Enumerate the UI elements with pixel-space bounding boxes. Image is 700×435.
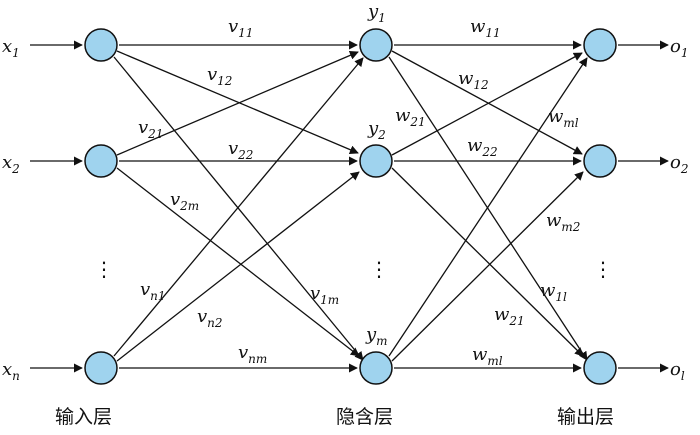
weight-label-w21-top: w21 (395, 105, 426, 129)
input-hidden-edges (113, 40, 364, 373)
caption-input-layer: 输入层 (55, 406, 112, 428)
output-node-1 (583, 28, 617, 62)
edge-wm2 (391, 171, 584, 362)
edge-w2l (391, 167, 584, 357)
weight-label-v2m: v2m (170, 189, 199, 213)
hidden-label-y2: y2 (367, 118, 386, 142)
weight-label-wml-top: wml (548, 106, 579, 130)
output-label-o2: o2 (670, 152, 688, 176)
edge-v12 (116, 50, 359, 154)
edge-w1l (388, 56, 588, 361)
hidden-label-ym: ym (365, 324, 388, 348)
weight-label-v1m: v1m (310, 283, 339, 307)
output-node-l (583, 351, 617, 385)
hidden-node-1 (359, 28, 393, 62)
weight-label-wml-bottom: wml (472, 344, 503, 368)
edge-v2m (116, 167, 360, 357)
output-node-2 (583, 144, 617, 178)
hidden-ellipsis: ⋮ (369, 257, 389, 281)
input-layer-nodes (84, 28, 118, 385)
weight-label-w22: w22 (467, 135, 498, 159)
output-arrows (618, 40, 669, 373)
edge-w12 (391, 50, 583, 155)
input-label-x2: x2 (2, 152, 20, 176)
weight-label-v12: v12 (207, 64, 232, 88)
hidden-output-edges (388, 40, 588, 373)
input-label-x1: x1 (2, 36, 20, 60)
edge-vn1 (113, 57, 364, 357)
hidden-label-y1: y1 (367, 1, 386, 25)
hidden-node-m (359, 351, 393, 385)
edge-wm1 (388, 57, 588, 357)
output-label-o1: o1 (670, 36, 688, 60)
input-node-n (84, 351, 118, 385)
weight-label-v21: v21 (138, 117, 163, 141)
input-ellipsis: ⋮ (94, 257, 114, 281)
weight-label-w12: w12 (458, 68, 489, 92)
edge-vn2 (116, 171, 360, 362)
caption-hidden-layer: 隐含层 (336, 406, 393, 428)
output-label-ol: ol (670, 359, 685, 383)
edge-v21 (116, 51, 359, 156)
caption-output-layer: 输出层 (557, 406, 614, 428)
input-arrows (30, 40, 83, 373)
weight-label-vnm: vnm (238, 342, 267, 366)
weight-label-w1l: w1l (540, 280, 567, 304)
weight-label-v11: v11 (228, 16, 253, 40)
edge-w21 (391, 52, 583, 156)
output-ellipsis: ⋮ (593, 257, 613, 281)
hidden-node-2 (359, 144, 393, 178)
weight-label-vn2: vn2 (197, 306, 223, 330)
input-label-xn: xn (2, 359, 20, 383)
input-node-2 (84, 144, 118, 178)
input-node-1 (84, 28, 118, 62)
hidden-layer-nodes (359, 28, 393, 385)
output-layer-nodes (583, 28, 617, 385)
weight-label-w21-bottom: w21 (494, 304, 525, 328)
weight-label-wm2: wm2 (546, 210, 580, 234)
weight-label-w11: w11 (470, 16, 501, 40)
edge-v1m (113, 56, 364, 361)
weight-label-v22: v22 (228, 138, 253, 162)
weight-label-vn1: vn1 (140, 279, 166, 303)
